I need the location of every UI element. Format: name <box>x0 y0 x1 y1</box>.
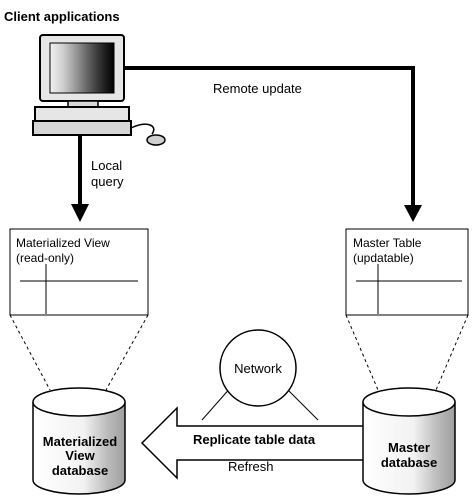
replicate-label: Replicate table data <box>193 432 316 447</box>
remote-update-arrow <box>124 66 422 222</box>
refresh-label: Refresh <box>228 459 274 474</box>
master-database-label-line2: database <box>381 455 437 470</box>
master-table-title: Master Table <box>353 236 422 250</box>
materialized-view-title: Materialized View <box>16 236 110 250</box>
materialized-view-database <box>32 387 126 495</box>
mv-database-label-line2: View <box>65 448 95 463</box>
remote-update-label: Remote update <box>213 81 302 96</box>
mv-database-label-line1: Materialized <box>43 434 117 449</box>
local-query-label-line2: query <box>91 174 124 189</box>
materialized-view-subtitle: (read-only) <box>16 251 74 265</box>
materialized-view-box <box>9 228 149 316</box>
network-node <box>201 329 319 421</box>
computer-icon <box>32 34 166 146</box>
network-label: Network <box>234 361 282 376</box>
local-query-arrow <box>71 135 89 222</box>
diagram-title: Client applications <box>4 9 120 24</box>
projection-lines <box>9 314 469 391</box>
mv-database-label-line3: database <box>52 463 108 478</box>
local-query-label-line1: Local <box>91 158 122 173</box>
master-table-subtitle: (updatable) <box>353 251 414 265</box>
master-database <box>362 387 456 495</box>
master-database-label-line1: Master <box>388 440 430 455</box>
master-table-box <box>345 228 469 316</box>
